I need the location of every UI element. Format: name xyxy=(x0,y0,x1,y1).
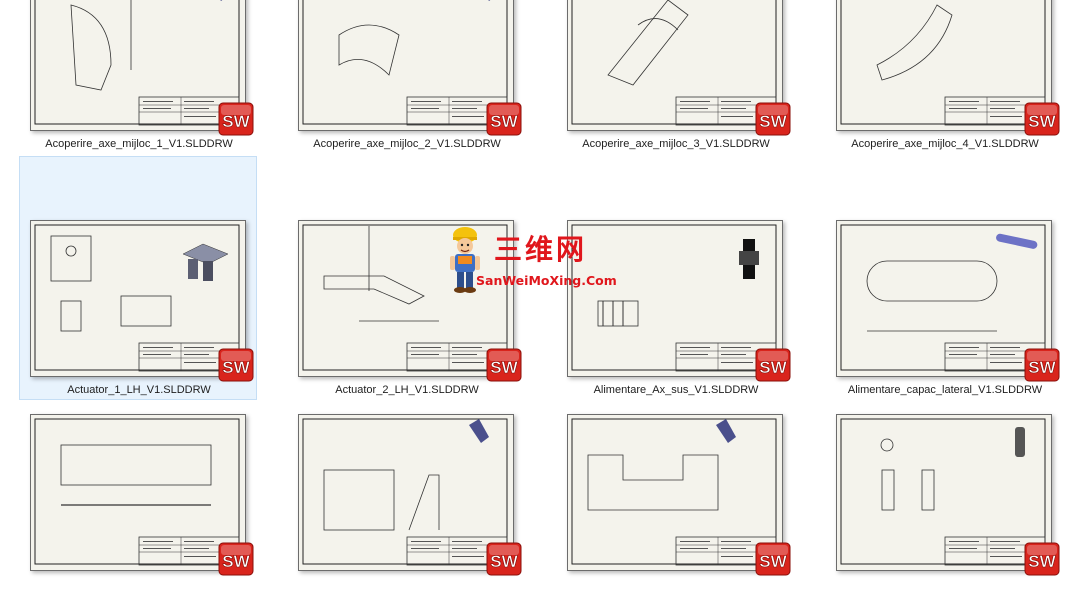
drawing-preview xyxy=(571,0,777,126)
svg-text:SW: SW xyxy=(1028,112,1056,131)
file-tile[interactable]: SW Acoperire_axe_mijloc_1_V1.SLDDRW xyxy=(19,0,257,154)
file-thumbnail[interactable]: SW xyxy=(298,220,522,382)
drawing-preview xyxy=(571,418,777,566)
file-name-label[interactable]: Alimentare_Ax_sus_V1.SLDDRW xyxy=(593,384,759,396)
watermark-title: 三维网 xyxy=(494,233,588,266)
file-thumbnail[interactable]: SW xyxy=(836,0,1060,136)
solidworks-badge-icon: SW xyxy=(218,542,254,576)
part-3d-icon xyxy=(739,239,759,279)
part-3d-icon xyxy=(182,243,229,281)
svg-text:SW: SW xyxy=(490,358,518,377)
file-tile[interactable]: SW Acoperire_axe_mijloc_2_V1.SLDDRW xyxy=(287,0,525,154)
file-name-label[interactable]: Acoperire_axe_mijloc_4_V1.SLDDRW xyxy=(851,138,1039,150)
watermark-url: SanWeiMoXing.Com xyxy=(476,273,617,288)
solidworks-badge-icon: SW xyxy=(218,348,254,382)
part-3d-icon xyxy=(716,419,736,443)
file-tile[interactable]: SW Actuator_2_LH_V1.SLDDRW xyxy=(287,156,525,400)
file-tile[interactable]: SW Acoperire_axe_mijloc_4_V1.SLDDRW xyxy=(825,0,1063,154)
drawing-preview xyxy=(840,0,1046,126)
part-3d-icon xyxy=(220,0,223,1)
svg-text:SW: SW xyxy=(1028,552,1056,571)
file-name-label[interactable]: Alimentare_capac_lateral_V1.SLDDRW xyxy=(847,384,1043,396)
svg-text:SW: SW xyxy=(490,552,518,571)
file-thumbnail[interactable]: SW xyxy=(298,0,522,136)
file-thumbnail[interactable]: SW xyxy=(30,220,254,382)
svg-text:SW: SW xyxy=(759,358,787,377)
file-tile[interactable]: SW Actuator_1_LH_V1.SLDDRW xyxy=(19,156,257,400)
file-tile[interactable]: SW Acoperire_axe_mijloc_3_V1.SLDDRW xyxy=(556,0,794,154)
solidworks-badge-icon: SW xyxy=(1024,348,1060,382)
solidworks-badge-icon: SW xyxy=(486,102,522,136)
file-thumbnail[interactable]: SW xyxy=(836,414,1060,576)
svg-text:SW: SW xyxy=(222,552,250,571)
file-tile[interactable]: SW xyxy=(287,350,525,594)
file-name-label[interactable]: Actuator_2_LH_V1.SLDDRW xyxy=(335,384,479,396)
svg-text:SW: SW xyxy=(1028,358,1056,377)
part-3d-icon xyxy=(996,233,1038,249)
drawing-preview xyxy=(34,418,240,566)
drawing-preview xyxy=(34,0,240,126)
file-name-label[interactable]: Actuator_1_LH_V1.SLDDRW xyxy=(67,384,211,396)
file-thumbnail[interactable]: SW xyxy=(567,0,791,136)
file-thumbnail[interactable]: SW xyxy=(836,220,1060,382)
file-tile[interactable]: SW xyxy=(556,350,794,594)
file-name-label[interactable]: Acoperire_axe_mijloc_2_V1.SLDDRW xyxy=(313,138,501,150)
file-thumbnail[interactable]: SW xyxy=(567,414,791,576)
svg-text:SW: SW xyxy=(759,552,787,571)
solidworks-badge-icon: SW xyxy=(755,102,791,136)
file-thumbnail[interactable]: SW xyxy=(567,220,791,382)
file-thumbnail[interactable]: SW xyxy=(30,0,254,136)
file-tile[interactable]: SW xyxy=(825,350,1063,594)
file-thumbnail[interactable]: SW xyxy=(30,414,254,576)
svg-text:SW: SW xyxy=(759,112,787,131)
solidworks-badge-icon: SW xyxy=(755,348,791,382)
solidworks-badge-icon: SW xyxy=(486,348,522,382)
part-3d-icon xyxy=(1015,427,1025,457)
solidworks-badge-icon: SW xyxy=(486,542,522,576)
svg-text:SW: SW xyxy=(490,112,518,131)
file-name-label[interactable]: Acoperire_axe_mijloc_3_V1.SLDDRW xyxy=(582,138,770,150)
solidworks-badge-icon: SW xyxy=(1024,542,1060,576)
solidworks-badge-icon: SW xyxy=(755,542,791,576)
file-tile[interactable]: SW Alimentare_Ax_sus_V1.SLDDRW xyxy=(556,156,794,400)
file-tile[interactable]: SW Alimentare_capac_lateral_V1.SLDDRW xyxy=(825,156,1063,400)
drawing-preview xyxy=(302,224,508,372)
solidworks-badge-icon: SW xyxy=(218,102,254,136)
drawing-preview xyxy=(302,0,508,126)
drawing-preview xyxy=(571,224,777,372)
part-3d-icon xyxy=(469,419,489,443)
svg-text:SW: SW xyxy=(222,358,250,377)
drawing-preview xyxy=(302,418,508,566)
file-name-label[interactable]: Acoperire_axe_mijloc_1_V1.SLDDRW xyxy=(45,138,233,150)
file-thumbnail[interactable]: SW xyxy=(298,414,522,576)
drawing-preview xyxy=(34,224,240,372)
mascot-icon xyxy=(450,227,480,293)
drawing-preview xyxy=(840,418,1046,566)
file-tile[interactable]: SW xyxy=(19,350,257,594)
watermark: 三维网 SanWeiMoXing.Com xyxy=(446,226,636,296)
solidworks-badge-icon: SW xyxy=(1024,102,1060,136)
part-3d-icon xyxy=(488,0,491,1)
svg-text:SW: SW xyxy=(222,112,250,131)
